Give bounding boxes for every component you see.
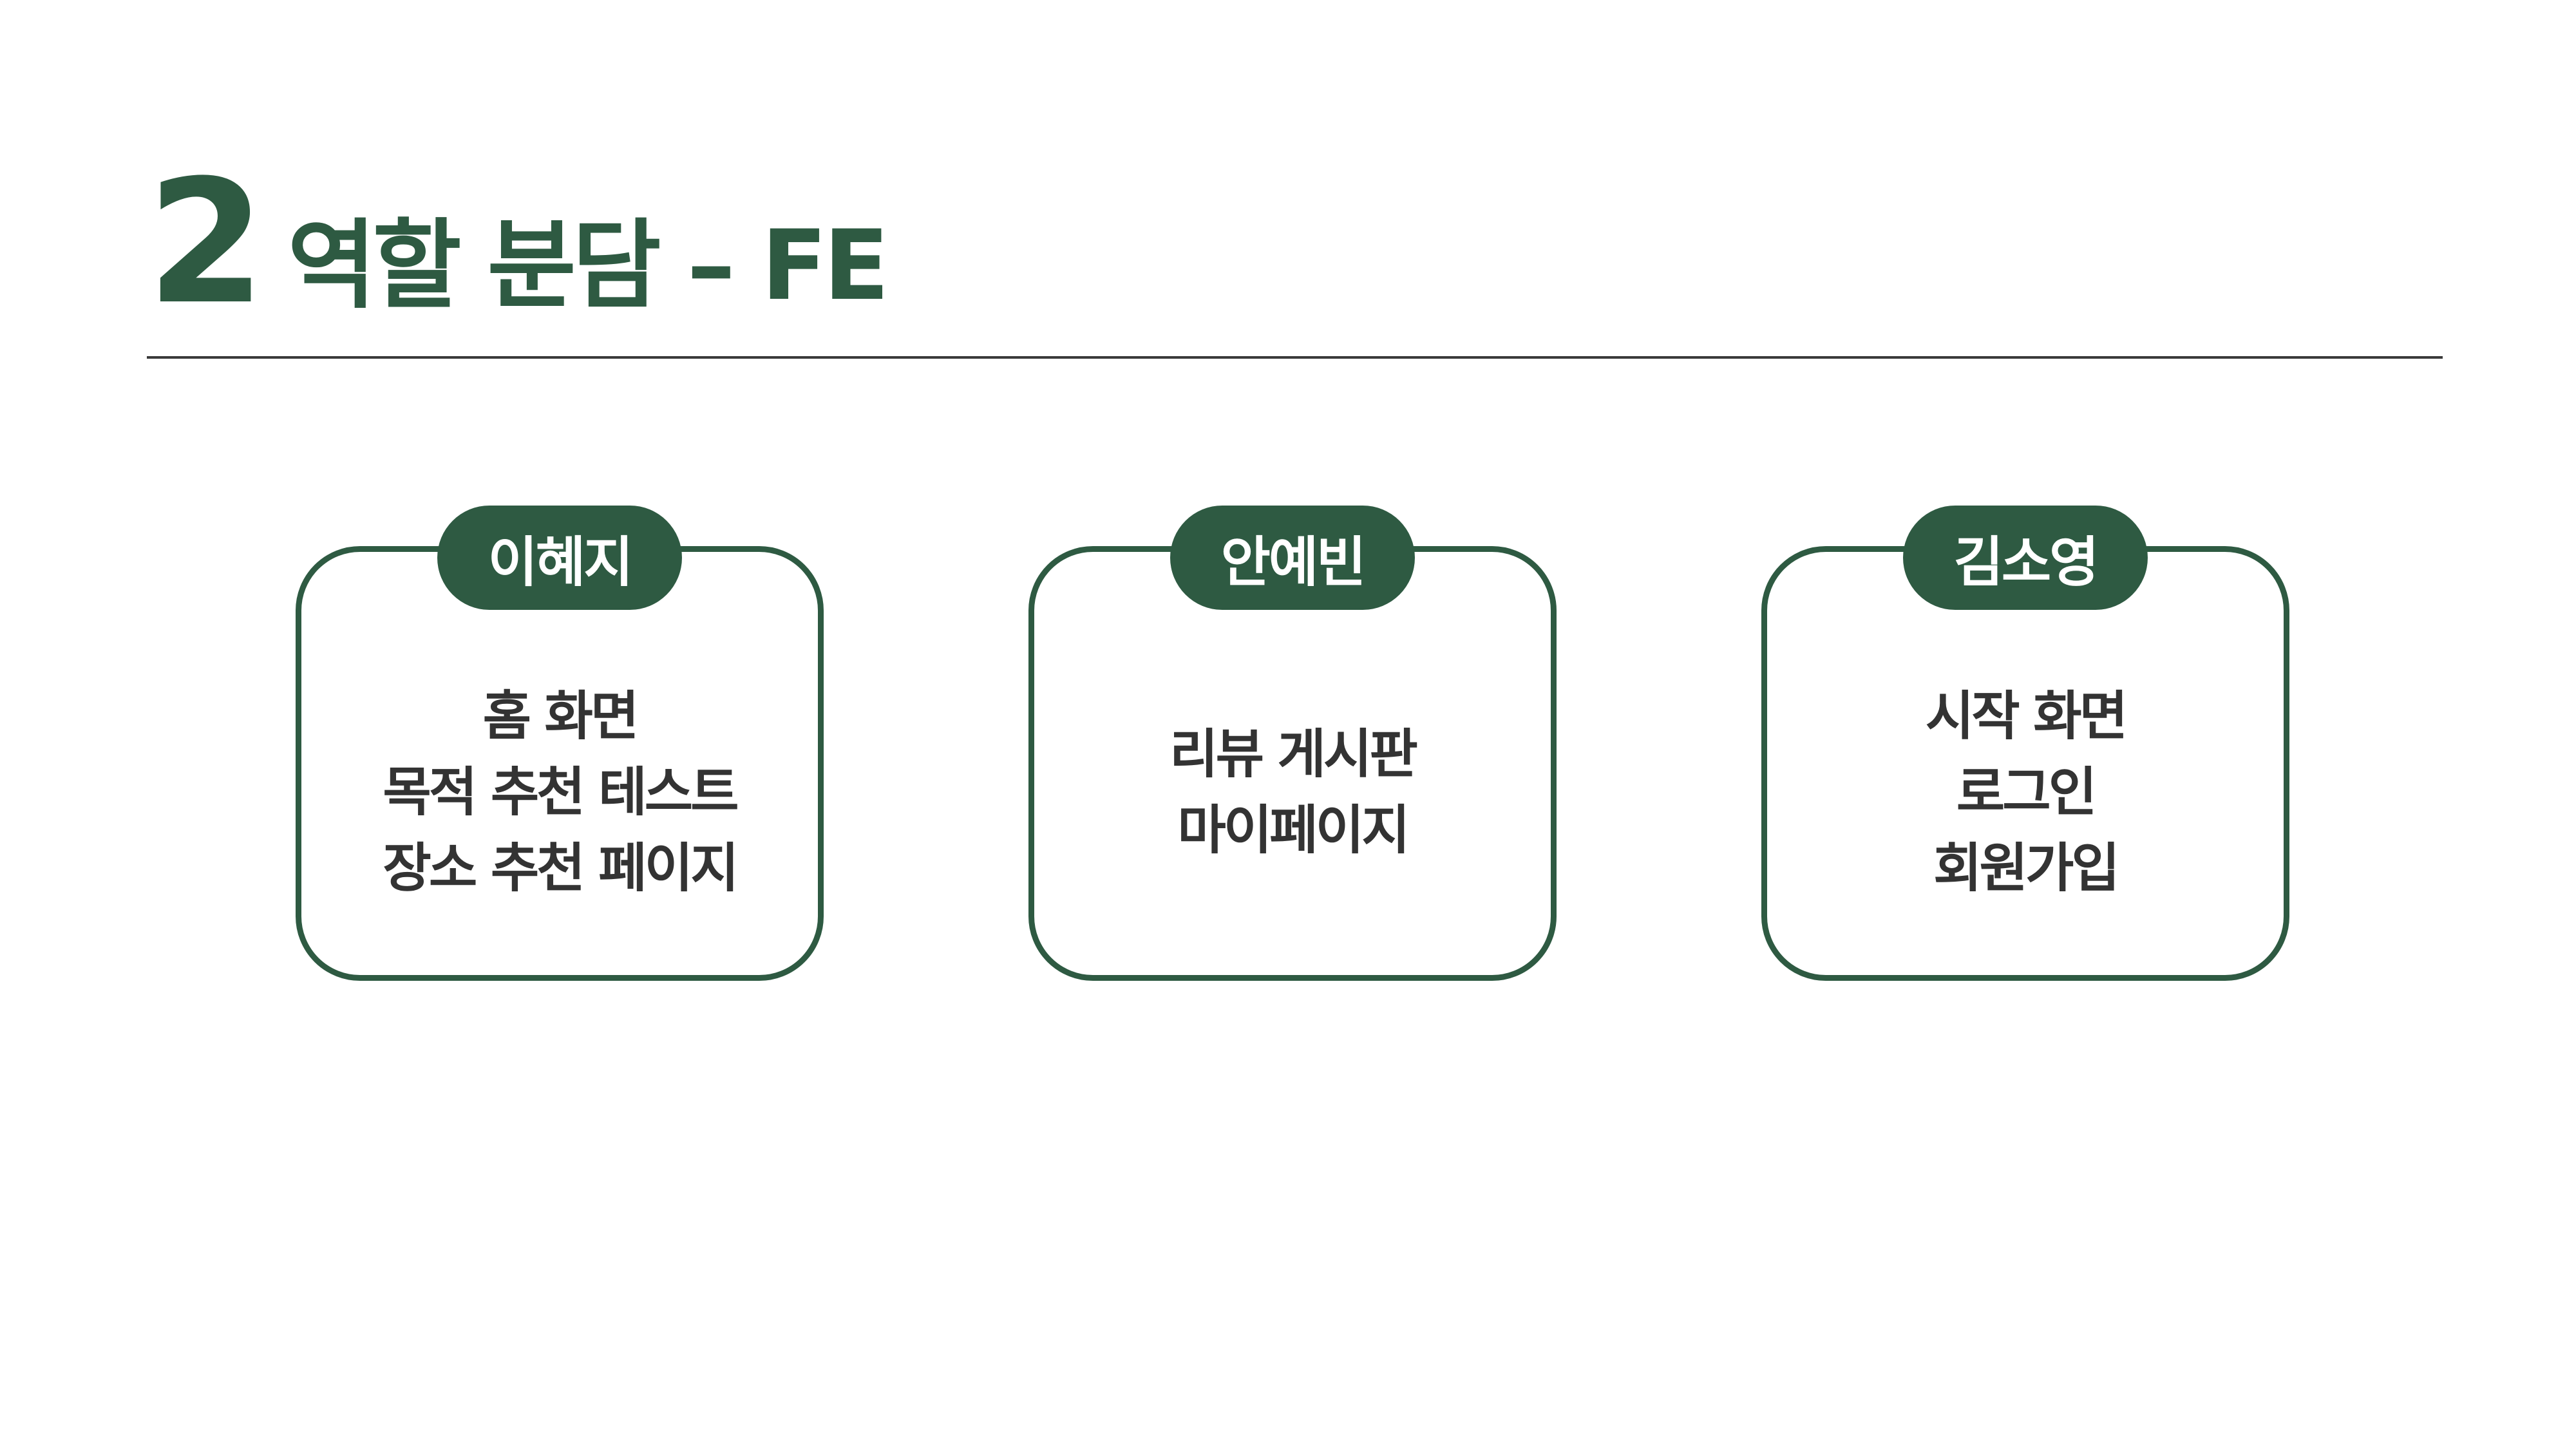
task-list: 홈 화면 목적 추천 테스트 장소 추천 페이지 [301, 610, 818, 975]
member-name-badge: 안예빈 [1170, 506, 1415, 610]
task-item: 장소 추천 페이지 [383, 837, 739, 899]
task-item: 로그인 [1956, 761, 2097, 823]
task-item: 리뷰 게시판 [1170, 723, 1418, 785]
task-list: 시작 화면 로그인 회원가입 [1767, 610, 2284, 975]
task-item: 마이페이지 [1177, 799, 1410, 861]
task-item: 목적 추천 테스트 [383, 761, 739, 823]
task-item: 시작 화면 [1925, 685, 2128, 747]
slide-title: 역할 분담 – FE [287, 210, 889, 322]
section-number: 2 [147, 144, 265, 342]
member-name-badge: 김소영 [1903, 506, 2148, 610]
member-card: 이혜지 홈 화면 목적 추천 테스트 장소 추천 페이지 [296, 506, 824, 981]
task-item: 회원가입 [1933, 837, 2120, 899]
slide-header: 2 역할 분담 – FE [147, 158, 889, 328]
member-card: 안예빈 리뷰 게시판 마이페이지 [1028, 506, 1557, 981]
title-divider [147, 356, 2443, 359]
member-name-badge: 이혜지 [437, 506, 682, 610]
task-list: 리뷰 게시판 마이페이지 [1034, 610, 1551, 975]
task-item: 홈 화면 [482, 685, 639, 747]
member-card: 김소영 시작 화면 로그인 회원가입 [1761, 506, 2289, 981]
